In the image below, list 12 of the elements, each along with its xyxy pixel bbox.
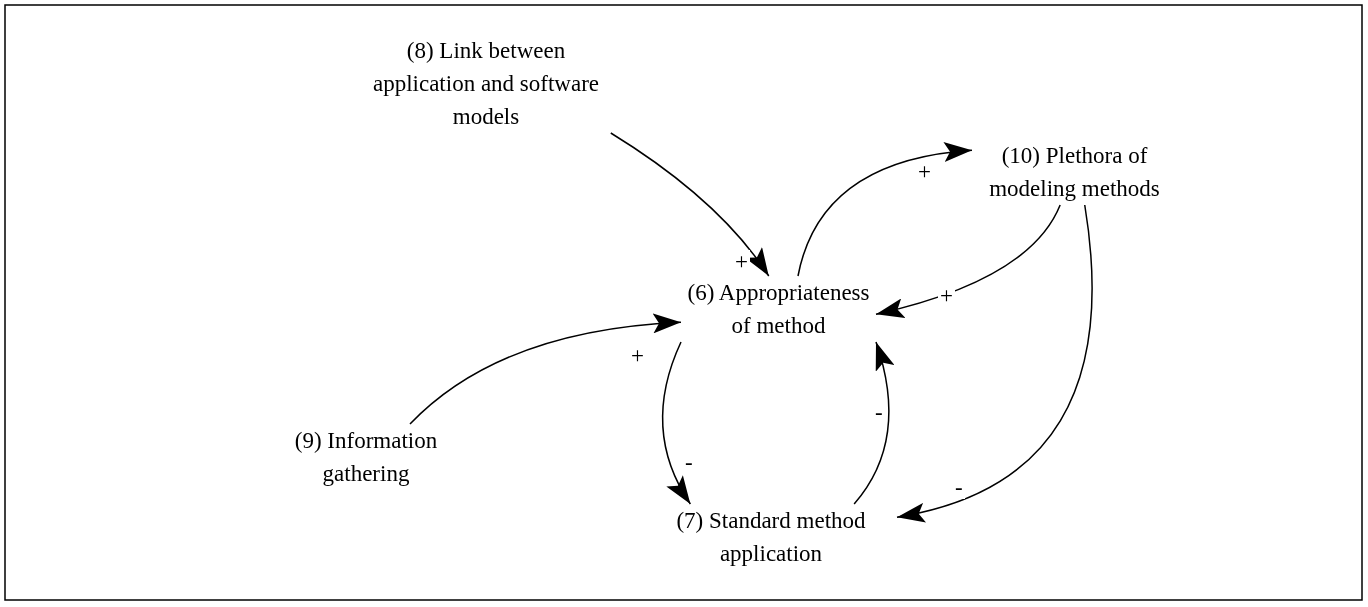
arrow — [661, 341, 692, 505]
variable-label: (10) Plethora of modeling methods — [972, 139, 1177, 205]
arrow — [610, 132, 770, 277]
variable-label: (9) Information gathering — [266, 424, 466, 490]
arrow — [875, 204, 1061, 318]
arrow — [896, 204, 1093, 522]
arrow — [853, 341, 894, 505]
arrow — [409, 314, 682, 425]
variable-label: (6) Appropriateness of method — [681, 276, 876, 342]
variable-label: (7) Standard method application — [645, 504, 897, 570]
arrow — [797, 142, 973, 277]
variable-label: (8) Link between application and software models — [356, 34, 616, 133]
